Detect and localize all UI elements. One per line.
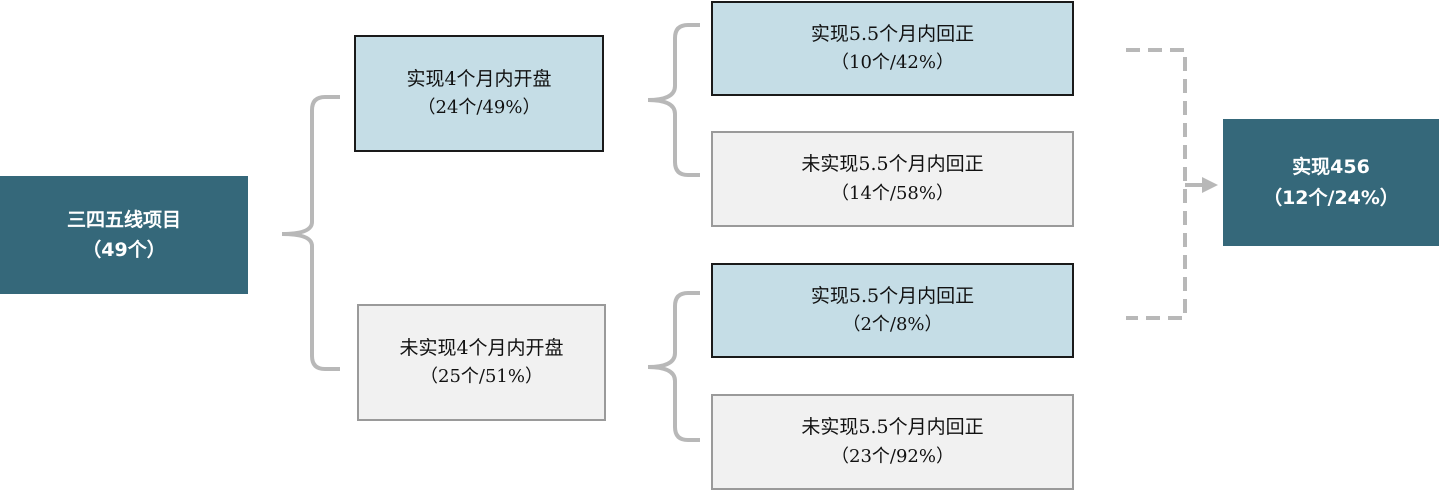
node-label: 未实现4个月内开盘 xyxy=(399,336,564,359)
node-count: （10个/42%） xyxy=(831,52,954,74)
node-count: （25个/51%） xyxy=(420,366,543,388)
node-upper-positive: 实现5.5个月内回正 （10个/42%） xyxy=(711,1,1074,96)
root-count: （49个） xyxy=(82,239,166,261)
node-count: （24个/49%） xyxy=(417,97,541,119)
node-count: （23个/92%） xyxy=(831,445,954,467)
node-upper-not-positive: 未实现5.5个月内回正 （14个/58%） xyxy=(711,131,1074,227)
root-node: 三四五线项目 （49个） xyxy=(0,176,248,294)
node-lower-positive: 实现5.5个月内回正 （2个/8%） xyxy=(711,263,1074,358)
node-label: 未实现5.5个月内回正 xyxy=(801,153,984,176)
node-label: 实现4个月内开盘 xyxy=(406,67,552,90)
result-title: 实现456 xyxy=(1292,156,1370,179)
node-label: 未实现5.5个月内回正 xyxy=(801,416,984,439)
result-node: 实现456 （12个/24%） xyxy=(1223,119,1439,246)
result-count: （12个/24%） xyxy=(1263,186,1399,209)
node-count: （14个/58%） xyxy=(831,182,954,204)
upper-brace xyxy=(647,23,700,177)
node-lower-not-positive: 未实现5.5个月内回正 （23个/92%） xyxy=(711,394,1074,490)
node-open-within-4-months: 实现4个月内开盘 （24个/49%） xyxy=(354,35,604,152)
node-count: （2个/8%） xyxy=(842,314,943,336)
node-not-open-within-4-months: 未实现4个月内开盘 （25个/51%） xyxy=(357,304,606,421)
result-bracket xyxy=(1126,48,1187,320)
root-brace xyxy=(281,95,340,371)
root-title: 三四五线项目 xyxy=(66,208,181,231)
node-label: 实现5.5个月内回正 xyxy=(810,22,975,45)
node-label: 实现5.5个月内回正 xyxy=(810,284,975,307)
lower-brace xyxy=(647,291,700,442)
result-arrow-head xyxy=(1202,177,1218,193)
